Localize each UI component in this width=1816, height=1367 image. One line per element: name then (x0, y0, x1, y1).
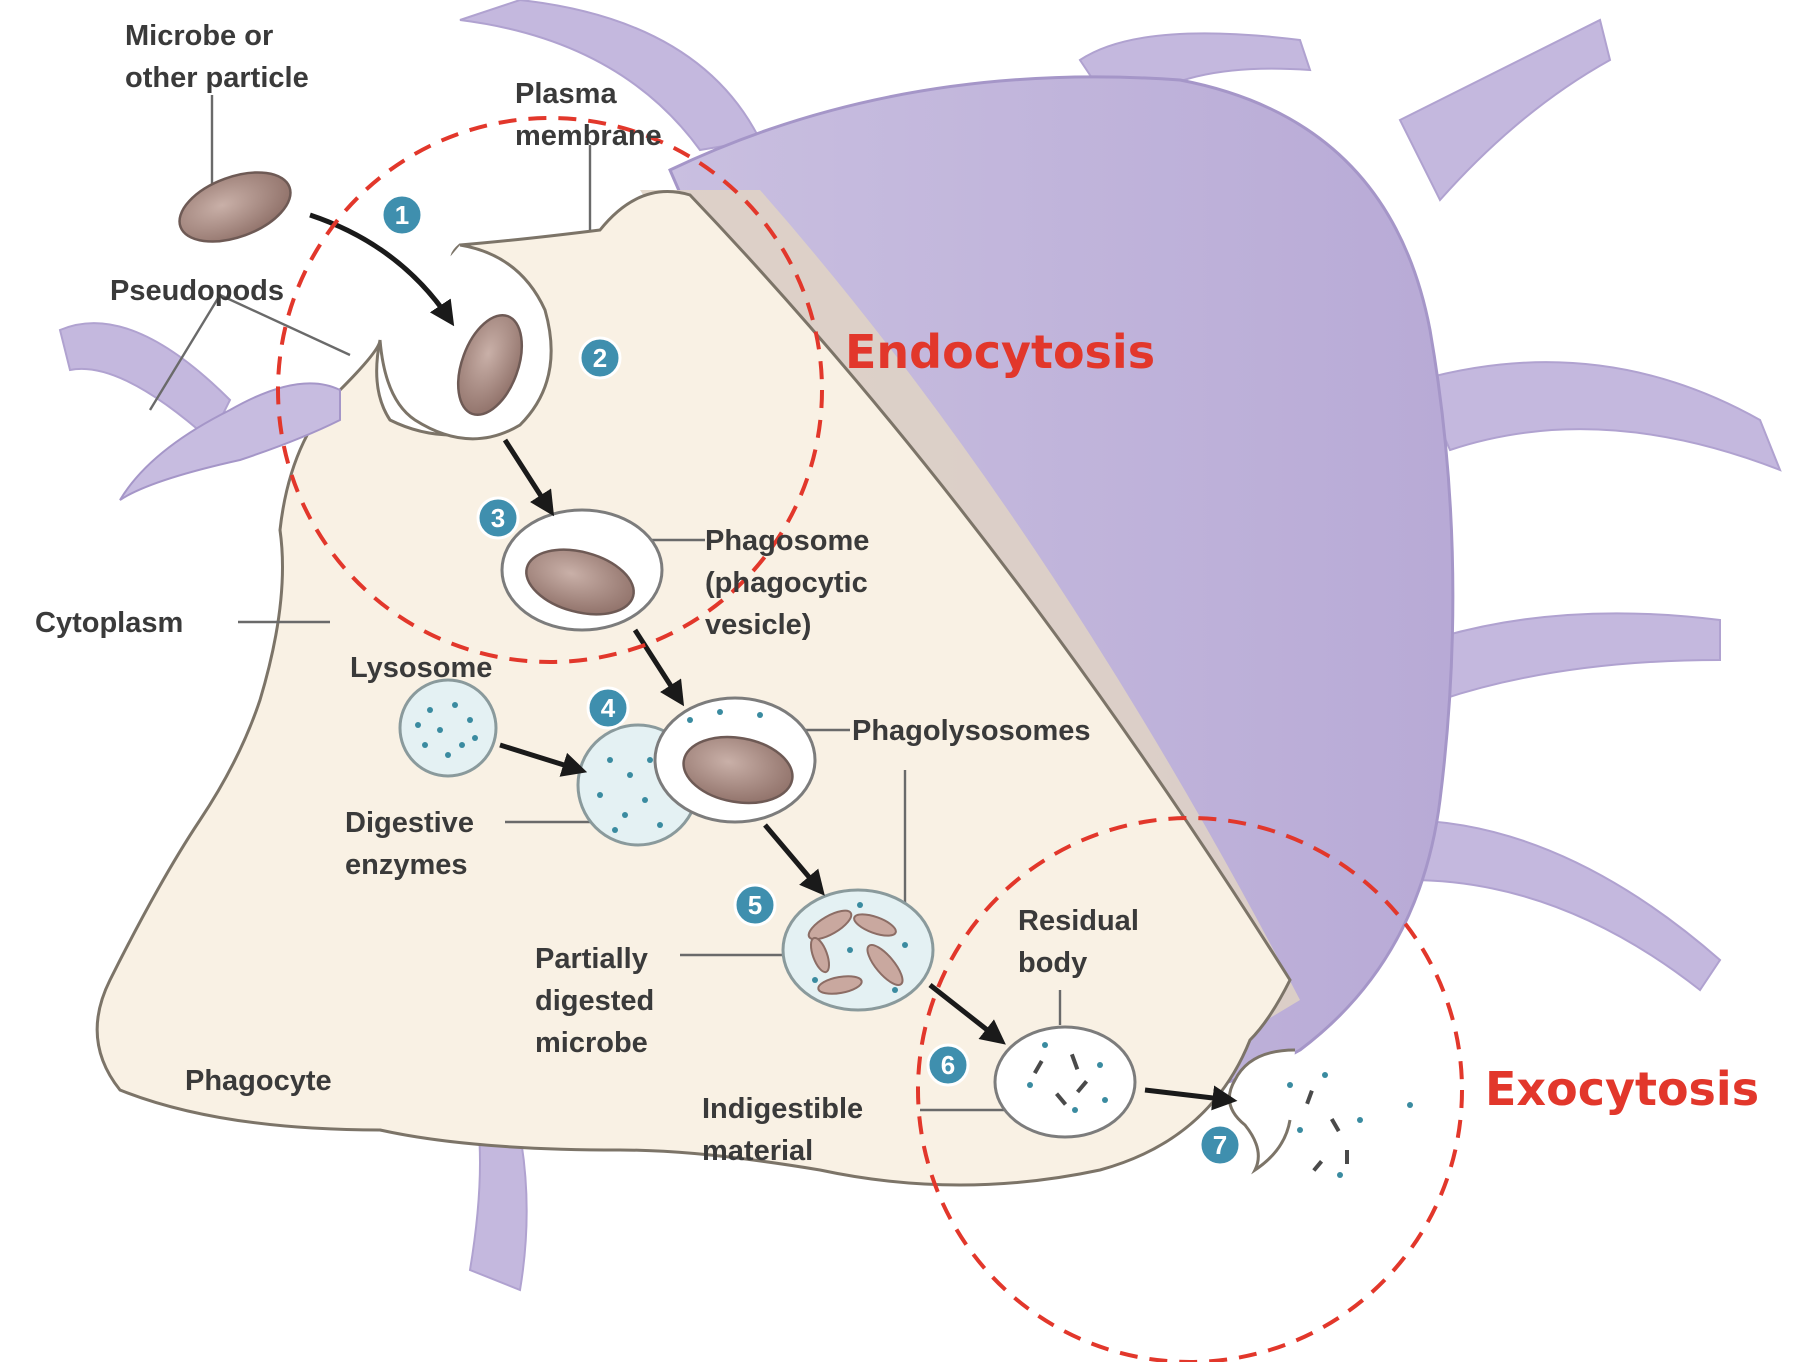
step-number: 1 (395, 200, 409, 230)
step-badge-1: 1 (380, 193, 424, 237)
residual-enzymes (1027, 1042, 1108, 1113)
lysosome-enzymes (415, 702, 478, 758)
step-number: 2 (593, 343, 607, 373)
label-plasma-line1: Plasma (515, 78, 617, 110)
label-residual-line1: Residual (1018, 905, 1139, 937)
label-digestive-line2: enzymes (345, 849, 468, 881)
step-badge-5: 5 (733, 883, 777, 927)
microbe-in-phagolysosome (682, 735, 794, 805)
exocytosis-opening (1227, 1048, 1296, 1175)
phagolysosome-digesting (781, 888, 935, 1012)
process-arrows (309, 212, 1238, 1111)
microbe-fragments (807, 909, 904, 995)
exocytosis-label: Exocytosis (1485, 1062, 1759, 1116)
expelled-material (1305, 1090, 1349, 1172)
label-plasma-line2: membrane (515, 120, 662, 152)
step-number: 3 (491, 503, 505, 533)
label-indigestible-line1: Indigestible (702, 1093, 863, 1125)
pseudopod-arm (119, 382, 341, 501)
step-badge-7: 7 (1198, 1123, 1242, 1167)
expelled-enzymes (1287, 1072, 1413, 1178)
microbe-in-phagosome (525, 548, 635, 616)
label-indigestible-line2: material (702, 1135, 813, 1167)
microbe-particle (178, 171, 292, 243)
step-number: 6 (941, 1050, 955, 1080)
digesting-enzymes (812, 902, 908, 993)
fusing-enzymes (597, 757, 663, 833)
step-badge-3: 3 (476, 496, 520, 540)
step-number: 7 (1213, 1130, 1227, 1160)
label-phagosome-line3: vesicle) (705, 609, 811, 641)
microbe-engulfed (456, 313, 524, 417)
label-partially-line3: microbe (535, 1027, 648, 1059)
label-pseudopods: Pseudopods (110, 275, 284, 307)
cell-processes (58, 0, 1782, 1292)
step-number: 4 (601, 693, 616, 723)
label-phagosome-line2: (phagocytic (705, 567, 868, 599)
label-residual-line2: body (1018, 947, 1087, 979)
label-phagolysosomes: Phagolysosomes (852, 715, 1091, 747)
phagolysosome-enzymes (687, 709, 763, 723)
step-badge-2: 2 (578, 336, 622, 380)
endocytosis-region-circle (276, 116, 824, 664)
step-badge-6: 6 (926, 1043, 970, 1087)
label-phagosome-line1: Phagosome (705, 525, 869, 557)
label-lysosome: Lysosome (350, 652, 492, 684)
label-microbe-line1: Microbe or (125, 20, 273, 52)
label-microbe-line2: other particle (125, 62, 309, 94)
residual-material (1033, 1053, 1089, 1106)
lysosome (398, 678, 498, 778)
label-cytoplasm: Cytoplasm (35, 607, 183, 639)
label-phagocyte: Phagocyte (185, 1065, 332, 1097)
endocytosis-label: Endocytosis (845, 325, 1155, 379)
step-badge-4: 4 (586, 686, 630, 730)
residual-body (993, 1025, 1137, 1139)
label-digestive-line1: Digestive (345, 807, 474, 839)
step-number: 5 (748, 890, 762, 920)
label-partially-line2: digested (535, 985, 654, 1017)
label-partially-line1: Partially (535, 943, 648, 975)
